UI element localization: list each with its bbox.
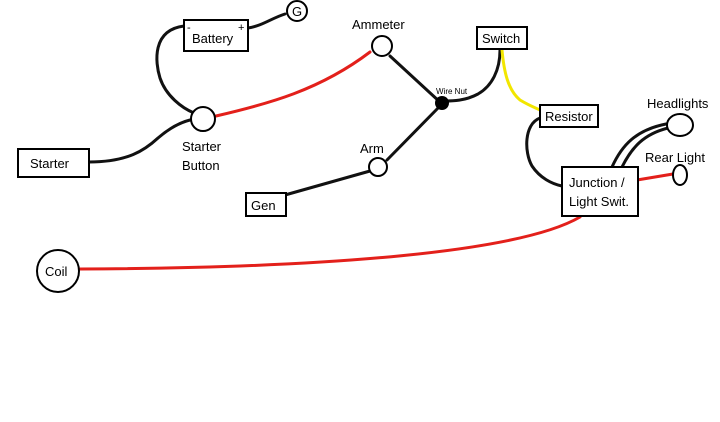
arm-label: Arm (360, 141, 384, 156)
wire-junction-to-rear-light (635, 172, 675, 182)
wire-arm-to-gen (283, 169, 372, 197)
coil-label: Coil (45, 264, 68, 279)
gen-label: Gen (251, 198, 276, 213)
coil-node (36, 249, 80, 293)
gen-box (245, 192, 287, 217)
wire-starter-button-to-ammeter (214, 50, 372, 118)
rear-light-label: Rear Light (645, 150, 705, 165)
junction-label-line1: Junction / (569, 175, 625, 190)
wire-resistor-to-junction (525, 116, 564, 188)
resistor-box (539, 104, 599, 128)
arm-node (368, 157, 388, 177)
headlights-node (666, 113, 694, 137)
headlights-label: Headlights (647, 96, 709, 111)
ammeter-node (371, 35, 393, 57)
battery-label: Battery (192, 31, 234, 46)
starter-label: Starter (30, 156, 70, 171)
wire-switch-to-resistor (500, 48, 542, 112)
starter-button-node (190, 106, 216, 132)
wire-junction-to-headlights-b (620, 126, 670, 169)
switch-label: Switch (482, 31, 520, 46)
wire-battery-to-ground (246, 12, 287, 30)
ammeter-label: Ammeter (352, 17, 405, 32)
wire-switch-to-wire-nut (443, 48, 502, 103)
ground-node (286, 0, 308, 22)
battery-pos-sign: + (238, 22, 244, 34)
wire-nut-label: Wire Nut (436, 87, 468, 96)
wire-wire-nut-to-arm (385, 103, 443, 162)
resistor-label: Resistor (545, 109, 593, 124)
battery-neg-sign: - (187, 22, 191, 34)
ground-label: G (292, 4, 302, 19)
wire-ammeter-to-wire-nut (388, 54, 443, 105)
battery-box (183, 19, 249, 52)
wire-junction-to-coil (78, 215, 582, 271)
switch-box (476, 26, 528, 50)
junction-box (561, 166, 639, 217)
starter-box (17, 148, 90, 178)
starter-button-label-line1: Starter (182, 139, 222, 154)
wire-starter-to-starter-button (87, 118, 192, 164)
junction-label-line2: Light Swit. (569, 194, 629, 209)
wire-battery-to-starter-button (155, 24, 196, 115)
wire-junction-to-headlights-a (610, 122, 668, 169)
wire-nut-node (435, 96, 449, 110)
starter-button-label-line2: Button (182, 158, 220, 173)
rear-light-node (672, 164, 688, 186)
